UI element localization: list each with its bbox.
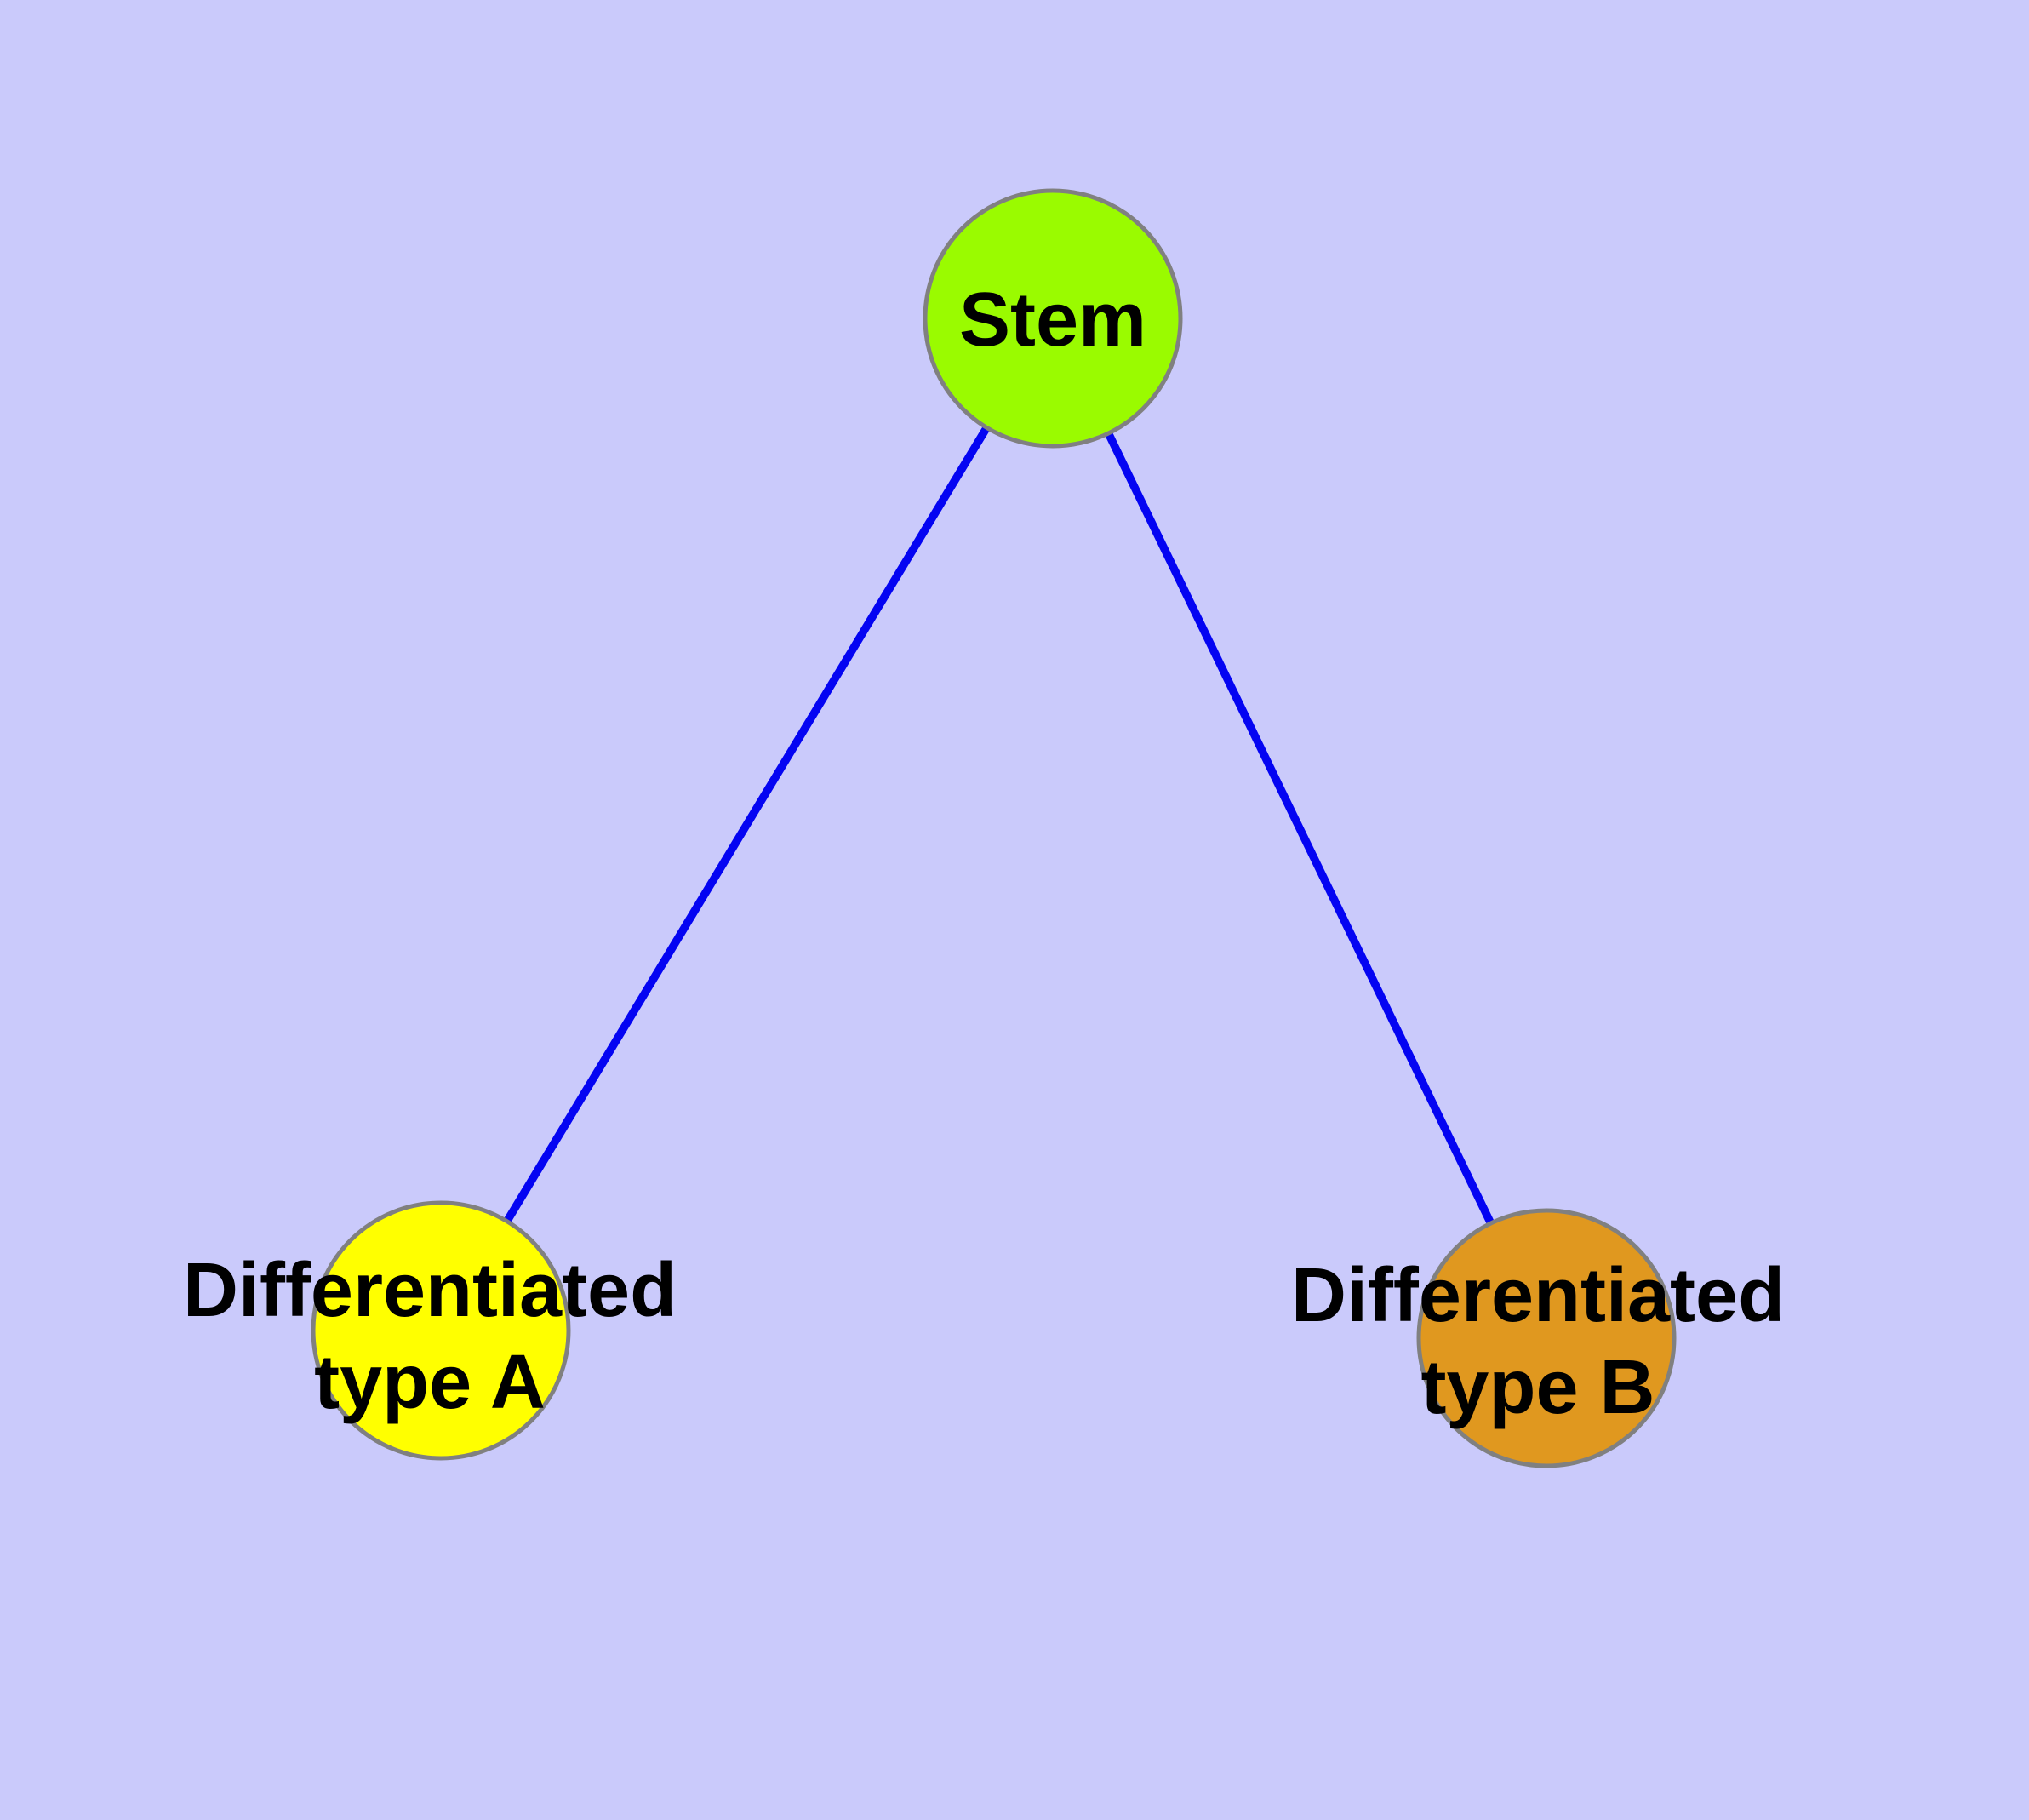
node-label-stem-text: Stem [958, 278, 1147, 363]
node-stem [923, 188, 1183, 449]
node-label-differentiated-type-a: Differentiated type A [183, 1245, 677, 1428]
node-label-stem: Stem [959, 274, 1146, 366]
node-label-type-a-line1: Differentiated [182, 1248, 677, 1333]
node-label-type-b-line2: type B [1420, 1345, 1655, 1430]
node-label-type-b-line1: Differentiated [1290, 1253, 1786, 1338]
node-label-type-a-line2: type A [314, 1340, 546, 1425]
node-differentiated-type-a [311, 1200, 571, 1461]
edge-stem-to-type-b [1049, 316, 1551, 1341]
node-label-differentiated-type-b: Differentiated type B [1291, 1250, 1785, 1434]
edge-stem-to-type-a [437, 316, 1057, 1333]
node-differentiated-type-b [1416, 1208, 1677, 1468]
